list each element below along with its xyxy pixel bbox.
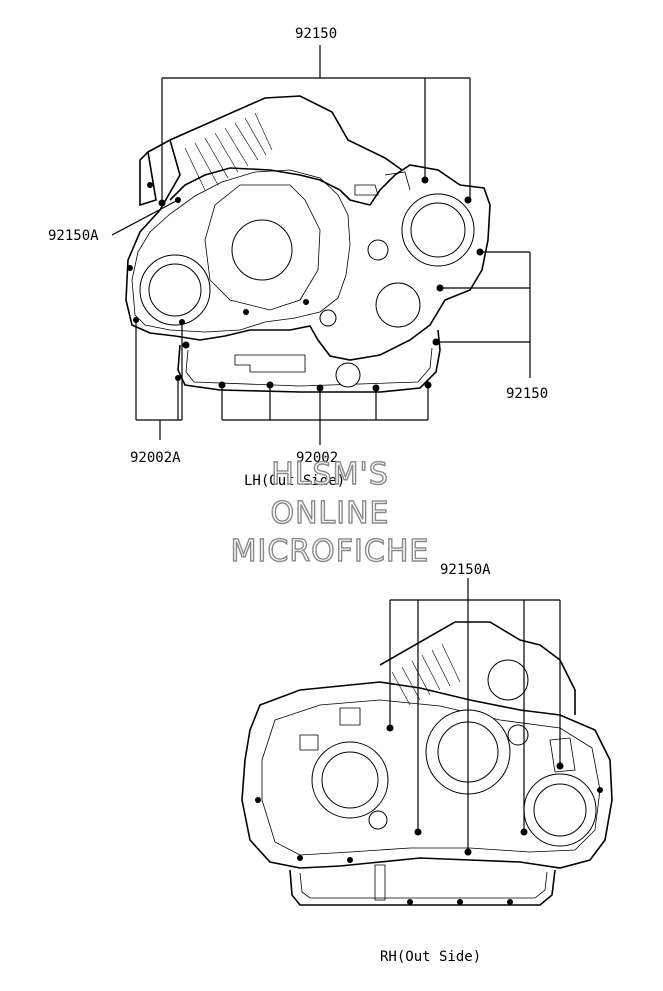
lh-leader-lines [111, 45, 531, 445]
lh-caption: LH(Out Side) [244, 473, 345, 489]
label-92150-right: 92150 [506, 386, 548, 402]
rh-caption: RH(Out Side) [380, 949, 481, 965]
label-92002a: 92002A [130, 450, 181, 466]
label-92150-top: 92150 [295, 26, 337, 42]
label-92150a-rh: 92150A [440, 562, 491, 578]
label-92150a-left: 92150A [48, 228, 99, 244]
watermark-line3: MICROFICHE [231, 534, 430, 569]
rh-crankcase-drawing [241, 621, 613, 906]
rh-leader-lines [389, 578, 561, 852]
watermark-line2: ONLINE [270, 496, 389, 531]
lh-crankcase-drawing [125, 95, 491, 393]
watermark-line1: HLSM'S [271, 457, 389, 492]
label-92002: 92002 [296, 450, 338, 466]
